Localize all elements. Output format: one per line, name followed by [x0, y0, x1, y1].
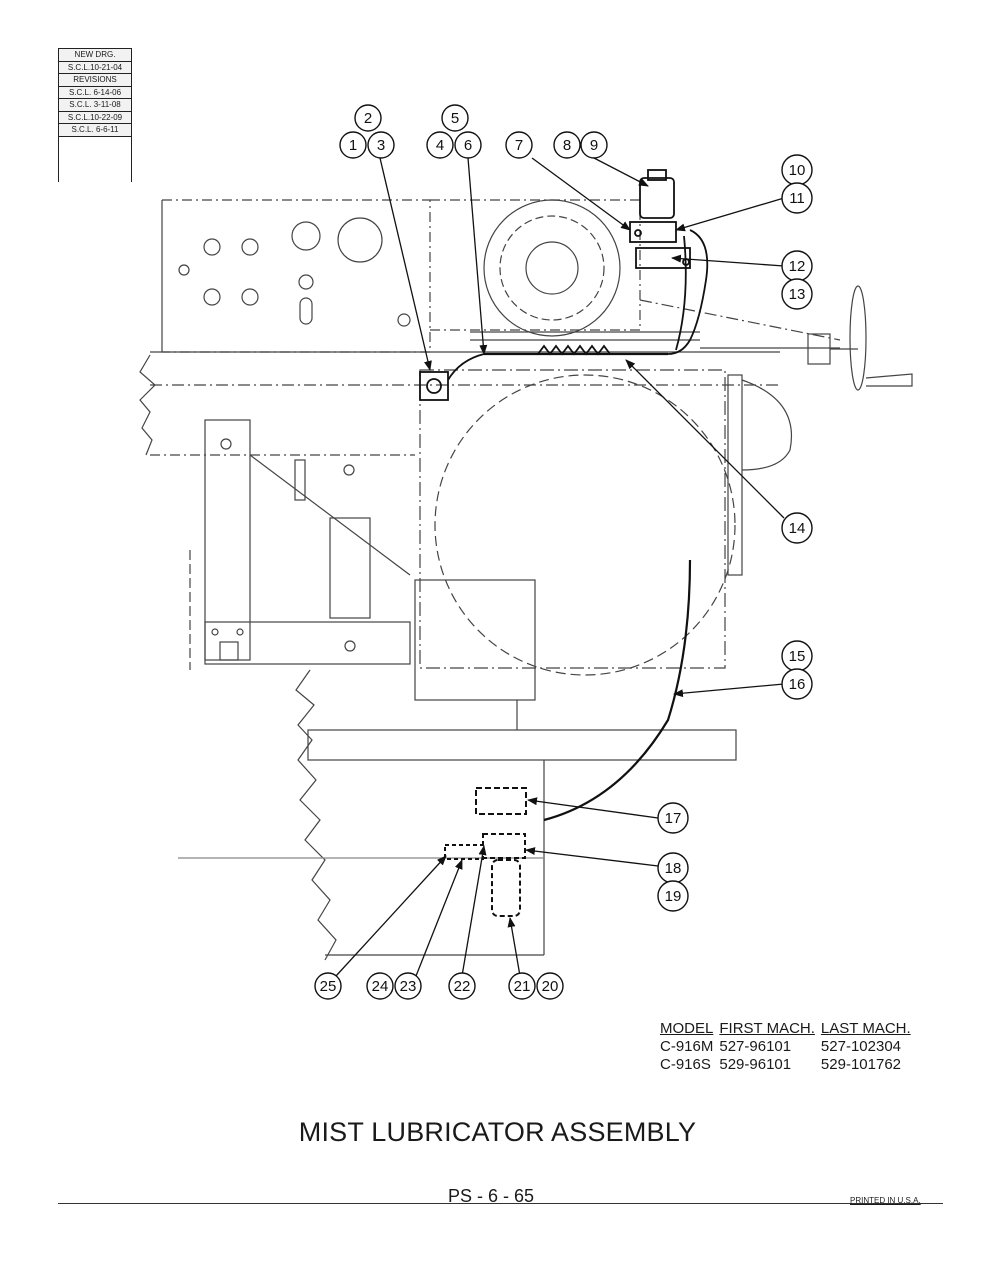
svg-text:25: 25	[320, 978, 337, 995]
callout-19: 19	[657, 880, 689, 912]
revision-entry: NEW DRG.	[59, 48, 131, 61]
callout-12: 12	[781, 250, 813, 282]
svg-text:11: 11	[789, 190, 805, 207]
callout-14: 14	[781, 512, 813, 544]
callout-10: 10	[781, 154, 813, 186]
header-first-mach: FIRST MACH.	[719, 1020, 815, 1037]
page-title: MIST LUBRICATOR ASSEMBLY	[298, 1117, 697, 1147]
svg-text:9: 9	[590, 137, 598, 154]
callout-15: 15	[781, 640, 813, 672]
footer-rule	[58, 1203, 943, 1204]
svg-text:10: 10	[789, 162, 806, 179]
revision-entry: S.C.L.10-22-09	[59, 110, 131, 123]
svg-text:16: 16	[789, 676, 806, 693]
svg-text:18: 18	[665, 860, 682, 877]
model-cell: C-916M	[660, 1038, 714, 1055]
svg-text:5: 5	[451, 110, 459, 127]
callout-6: 6	[454, 131, 482, 159]
svg-text:7: 7	[515, 137, 523, 154]
model-cell: C-916S	[660, 1056, 711, 1073]
revision-entry: S.C.L. 6-6-11	[59, 123, 131, 137]
svg-text:3: 3	[377, 137, 385, 154]
callout-11: 11	[781, 182, 813, 214]
callout-9: 9	[580, 131, 608, 159]
svg-text:4: 4	[436, 137, 444, 154]
callout-16: 16	[781, 668, 813, 700]
header-model: MODEL	[660, 1020, 714, 1037]
callout-13: 13	[781, 278, 813, 310]
callout-8: 8	[553, 131, 581, 159]
callout-7: 7	[505, 131, 533, 159]
callout-24: 24	[366, 972, 394, 1000]
revision-block: NEW DRG. S.C.L.10-21-04 REVISIONS S.C.L.…	[58, 48, 132, 182]
callout-2: 2	[354, 104, 382, 132]
callout-22: 22	[448, 972, 476, 1000]
svg-text:23: 23	[400, 978, 417, 995]
revision-entry: S.C.L. 6-14-06	[59, 85, 131, 98]
svg-text:12: 12	[789, 258, 806, 275]
last-mach-cell: 527-102304	[820, 1038, 901, 1055]
callout-4: 4	[426, 131, 454, 159]
lubricator-unit	[419, 169, 709, 822]
page-number: PS - 6 - 65	[448, 1186, 535, 1206]
svg-text:22: 22	[454, 978, 471, 995]
leader-lines	[335, 157, 785, 977]
callout-21: 21	[508, 972, 536, 1000]
svg-text:2: 2	[364, 110, 372, 127]
first-mach-cell: 529-96101	[719, 1056, 792, 1073]
callout-5: 5	[441, 104, 469, 132]
callout-balloons: 2 1 3 5 4 6 7 8 9 10 11 12 13 14 15 16 1…	[314, 104, 813, 1000]
svg-text:1: 1	[349, 137, 357, 154]
callout-3: 3	[367, 131, 395, 159]
svg-text:15: 15	[789, 648, 806, 665]
printed-in-usa: PRINTED IN U.S.A.	[850, 1196, 921, 1205]
svg-text:6: 6	[464, 137, 472, 154]
first-mach-cell: 527-96101	[719, 1038, 792, 1055]
revision-entry: REVISIONS	[59, 73, 131, 86]
svg-text:13: 13	[789, 286, 806, 303]
callout-18: 18	[657, 852, 689, 884]
callout-17: 17	[657, 802, 689, 834]
callout-1: 1	[339, 131, 367, 159]
last-mach-cell: 529-101762	[820, 1056, 901, 1073]
svg-text:14: 14	[789, 520, 806, 537]
svg-text:21: 21	[514, 978, 531, 995]
callout-20: 20	[536, 972, 564, 1000]
model-serial-table: MODEL FIRST MACH. LAST MACH. C-916M 527-…	[660, 1020, 917, 1074]
svg-text:19: 19	[665, 888, 682, 905]
svg-text:20: 20	[542, 978, 559, 995]
machine-outline	[139, 199, 913, 961]
header-last-mach: LAST MACH.	[820, 1020, 911, 1037]
callout-23: 23	[394, 972, 422, 1000]
svg-text:8: 8	[563, 137, 571, 154]
svg-text:17: 17	[665, 810, 682, 827]
revision-entry: S.C.L.10-21-04	[59, 60, 131, 73]
revision-entry: S.C.L. 3-11-08	[59, 98, 131, 111]
callout-25: 25	[314, 972, 342, 1000]
svg-text:24: 24	[372, 978, 389, 995]
table-row: C-916M 527-96101 527-102304	[660, 1038, 917, 1056]
table-row: C-916S 529-96101 529-101762	[660, 1056, 917, 1074]
